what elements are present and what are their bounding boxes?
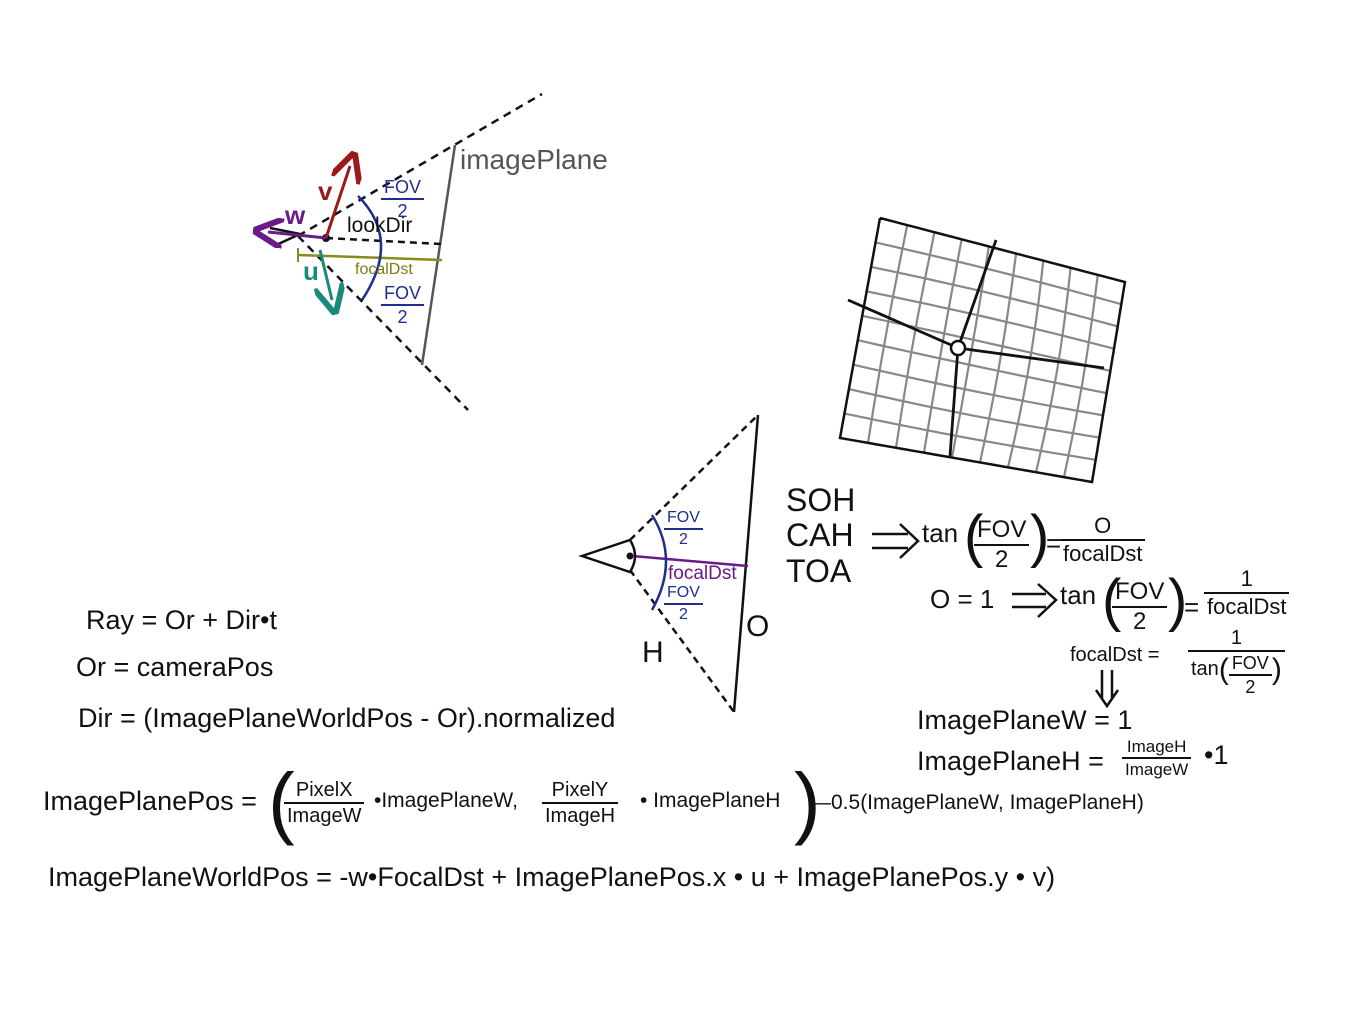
frustum-lower-edge: [297, 235, 469, 411]
grid-horizontal-line: [844, 412, 1096, 461]
image-plane-h-lhs: ImagePlaneH =: [917, 746, 1104, 776]
image-plane-label: imagePlane: [460, 144, 608, 175]
grid-axis-left: [847, 298, 959, 350]
triangle-upper-edge: [629, 414, 759, 541]
grid-horizontal-line: [866, 290, 1115, 350]
camera-eye: [269, 226, 305, 248]
grid-vertical-line: [894, 231, 936, 448]
image-plane-w-term: •ImagePlaneW,: [374, 789, 518, 812]
frustum-upper-edge: [297, 92, 543, 238]
grid-vertical-line: [1034, 267, 1072, 473]
equals-1: =: [1046, 528, 1062, 558]
look-dir-label: lookDir: [347, 214, 413, 237]
origin-equation: Or = cameraPos: [76, 652, 274, 682]
ipp-paren-close: ): [794, 757, 821, 846]
triangle-fov-arc: [650, 514, 668, 611]
o-equals-one: O = 1: [930, 584, 995, 614]
grid-horizontal-line: [875, 241, 1122, 306]
implication-arrows: [872, 523, 1120, 709]
tan-label-3: tan: [1191, 658, 1219, 680]
w-axis-arrow: [268, 232, 327, 238]
fov-arc: [357, 195, 383, 301]
grid-axis-down: [948, 347, 960, 457]
paren-close-1: ): [1030, 504, 1050, 569]
grid-vertical-line: [978, 253, 1018, 463]
distorted-grid: [838, 216, 1127, 484]
grid-axis-right: [957, 346, 1105, 370]
focal-dst-label: focalDst: [355, 261, 413, 278]
grid-border: [838, 216, 1127, 484]
grid-horizontal-line: [857, 339, 1107, 395]
grid-vertical-line: [1006, 260, 1045, 468]
cah-text: CAH: [786, 517, 854, 553]
grid-vertical-line: [1062, 274, 1099, 478]
hypotenuse-label: H: [642, 636, 664, 669]
triangle-diagram: [578, 414, 760, 713]
u-axis-label: u: [303, 256, 319, 286]
paren-open-2: (: [1102, 568, 1122, 633]
times-one: •1: [1204, 740, 1229, 770]
eye-pupil: [626, 552, 634, 560]
v-axis-label: v: [318, 176, 333, 206]
grid-vertical-line: [922, 239, 963, 453]
paren-close-2: ): [1168, 568, 1188, 633]
grid-horizontal-line: [853, 363, 1104, 417]
tan-label-2: tan: [1060, 580, 1097, 610]
world-pos-equation: ImagePlaneWorldPos = -w•FocalDst + Image…: [48, 862, 1056, 892]
triangle-focal-label: focalDst: [668, 563, 737, 584]
triangle-opposite-side: [732, 414, 760, 713]
ipp-paren-open: (: [268, 757, 295, 846]
w-axis-label: w: [285, 200, 306, 230]
triangle-lower-edge: [628, 569, 736, 713]
tan-label-1: tan: [922, 518, 959, 548]
grid-vertical-line: [866, 224, 909, 444]
grid-axis-up: [956, 239, 998, 349]
image-plane-w-eq: ImagePlaneW = 1: [917, 705, 1133, 735]
soh-text: SOH: [786, 482, 856, 518]
toa-text: TOA: [786, 553, 852, 589]
grid-horizontal-line: [848, 388, 1100, 439]
look-dir-line: [325, 236, 443, 246]
image-plane-line: [420, 144, 457, 366]
triangle-focal-line: [631, 554, 749, 568]
eye-shape: [578, 538, 637, 574]
u-axis-arrow: [320, 249, 332, 300]
opposite-label: O: [746, 610, 770, 643]
ray-equation: Ray = Or + Dir•t: [86, 605, 277, 635]
camera-frustum: [268, 92, 543, 411]
image-plane-h-term: • ImagePlaneH: [640, 789, 781, 812]
direction-equation: Dir = (ImagePlaneWorldPos - Or).normaliz…: [78, 703, 616, 733]
grid-center-point: [949, 339, 967, 357]
image-plane-pos-tail: —0.5(ImagePlaneW, ImagePlaneH): [810, 791, 1144, 814]
v-axis-arrow: [324, 166, 350, 239]
focal-dst-lhs: focalDst =: [1070, 644, 1160, 666]
grid-horizontal-line: [870, 265, 1118, 328]
image-plane-pos-lhs: ImagePlanePos =: [43, 786, 257, 816]
paren-open-1: (: [964, 504, 984, 569]
equals-2: =: [1184, 592, 1200, 622]
